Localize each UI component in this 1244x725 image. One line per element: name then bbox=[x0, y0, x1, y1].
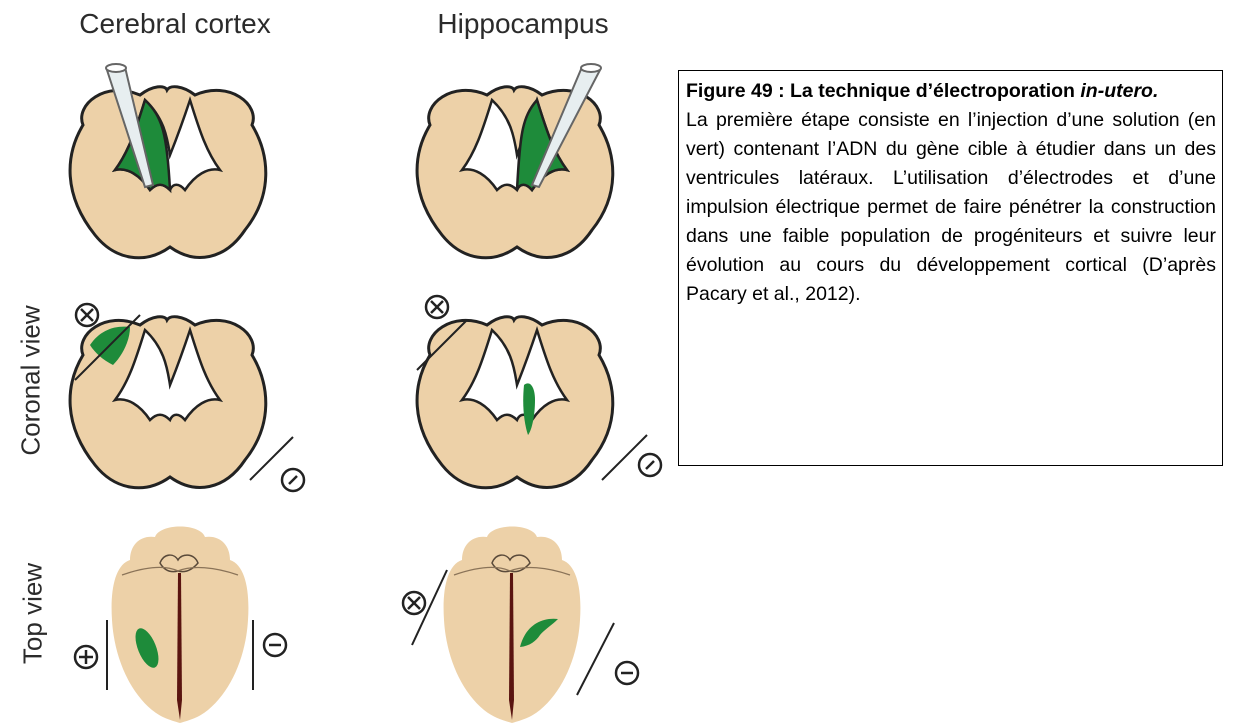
column-title-cerebral-cortex: Cerebral cortex bbox=[25, 8, 325, 40]
caption-title: Figure 49 : La technique d’électroporati… bbox=[686, 77, 1216, 106]
column-title-hippocampus: Hippocampus bbox=[373, 8, 673, 40]
negative-electrode-icon bbox=[639, 454, 661, 476]
positive-electrode-icon bbox=[75, 646, 97, 668]
cross-electrode-icon bbox=[426, 296, 448, 318]
negative-electrode-line bbox=[602, 435, 647, 480]
caption-body: La première étape consiste en l’injectio… bbox=[686, 106, 1216, 309]
pipette-opening bbox=[106, 64, 126, 72]
caption-title-italic: in-utero. bbox=[1080, 80, 1158, 102]
coronal-injection-cortex bbox=[45, 55, 295, 275]
coronal-electroporation-cortex bbox=[45, 285, 305, 495]
pipette-opening bbox=[581, 64, 601, 72]
figure-caption-box: Figure 49 : La technique d’électroporati… bbox=[678, 70, 1223, 466]
row-label-coronal-view: Coronal view bbox=[16, 296, 47, 466]
negative-electrode-icon bbox=[616, 662, 638, 684]
negative-electrode-icon bbox=[264, 634, 286, 656]
cross-electrode-icon bbox=[403, 592, 425, 614]
top-view-cortex bbox=[60, 515, 300, 725]
cross-electrode-icon bbox=[76, 304, 98, 326]
caption-title-bold: Figure 49 : La technique d’électroporati… bbox=[686, 80, 1080, 102]
coronal-electroporation-hippocampus bbox=[392, 285, 667, 495]
negative-electrode-icon bbox=[282, 469, 304, 491]
coronal-injection-hippocampus bbox=[392, 55, 642, 275]
row-label-top-view: Top view bbox=[18, 549, 49, 679]
negative-plate bbox=[577, 623, 614, 695]
top-view-hippocampus bbox=[392, 515, 662, 725]
